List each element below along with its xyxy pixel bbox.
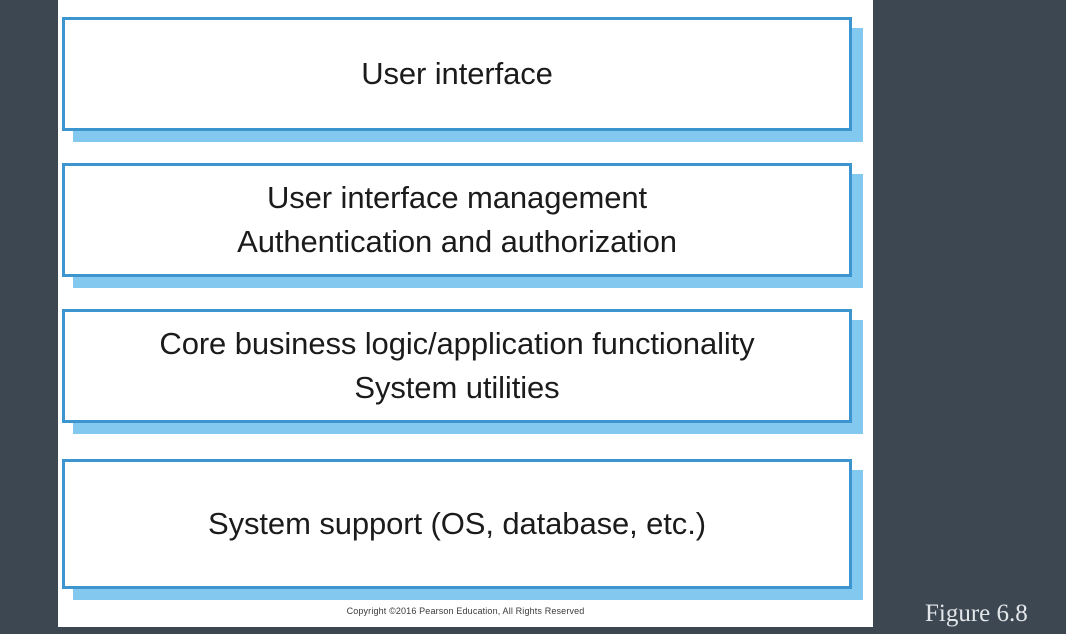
layer-box-card: System support (OS, database, etc.) — [62, 459, 852, 589]
layer-box-card: Core business logic/application function… — [62, 309, 852, 423]
layer-box-system-support[interactable]: System support (OS, database, etc.) — [62, 459, 863, 600]
layer-box-user-interface[interactable]: User interface — [62, 17, 863, 142]
slide-canvas: User interface User interface management… — [58, 0, 873, 627]
layer-box-card: User interface management Authentication… — [62, 163, 852, 277]
layer-label-system-support: System support (OS, database, etc.) — [208, 505, 706, 541]
layer-box-card: User interface — [62, 17, 852, 131]
layer-box-user-interface-management[interactable]: User interface management Authentication… — [62, 163, 863, 288]
slide-footer: Copyright ©2016 Pearson Education, All R… — [58, 601, 873, 619]
layer-box-core-business-logic[interactable]: Core business logic/application function… — [62, 309, 863, 434]
layer-label-user-interface: User interface — [361, 55, 553, 91]
layer-label-core-business-logic: Core business logic/application function… — [159, 325, 755, 405]
layer-label-user-interface-management: User interface management Authentication… — [237, 179, 677, 259]
copyright-text: Copyright ©2016 Pearson Education, All R… — [346, 606, 585, 616]
figure-caption: Figure 6.8 — [925, 600, 1028, 627]
